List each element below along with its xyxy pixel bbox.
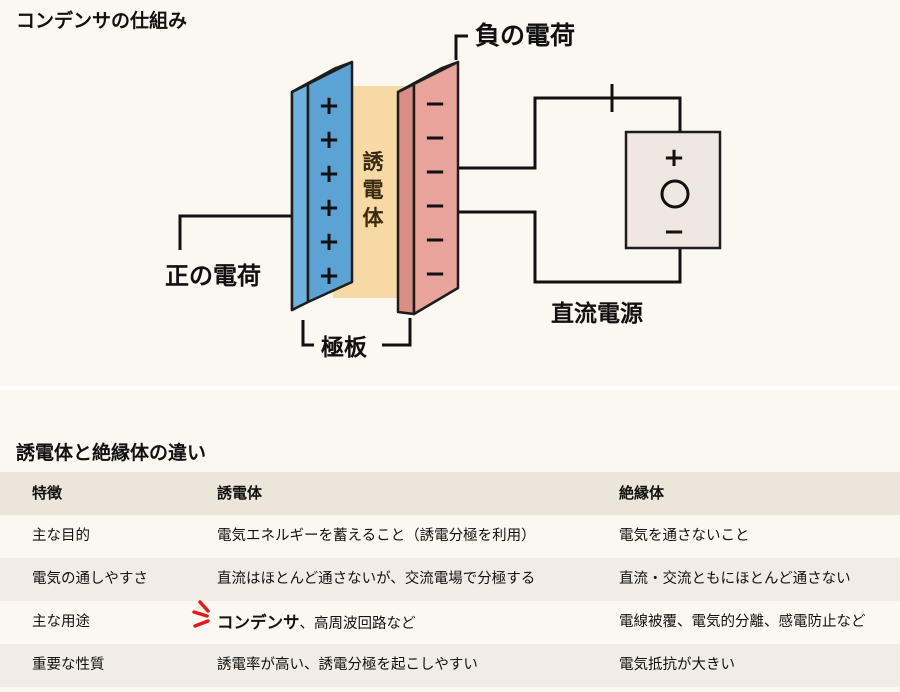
table-row: 重要な性質 誘電率が高い、誘電分極を起こしやすい 電気抵抗が大きい (0, 644, 900, 687)
plus-sign: + (318, 91, 340, 121)
label-plate: 極板 (321, 335, 367, 361)
row-feature: 主な用途 (32, 614, 90, 630)
capacitor-diagram: + + + + + + − − − − − − + − (178, 34, 722, 347)
negative-plate (396, 60, 460, 316)
row-insulator: 電気抵抗が大きい (619, 657, 735, 673)
negative-sign-group: − − − − − − (424, 89, 446, 289)
plus-sign: + (318, 159, 340, 189)
plus-sign: + (318, 125, 340, 155)
positive-sign-group: + + + + + + (318, 91, 340, 291)
row-dielectric: コンデンサ、高周波回路など (217, 601, 416, 644)
table-header-row: 特徴 誘電体 絶縁体 (0, 472, 900, 515)
battery-plus: + (663, 143, 685, 173)
emphasis-capacitor: コンデンサ (217, 613, 300, 632)
circuit-wires (178, 34, 682, 347)
wire-plate-bracket (301, 320, 314, 347)
row-insulator: 電線被覆、電気的分離、感電防止など (619, 614, 866, 630)
row-feature: 主な目的 (32, 528, 90, 544)
table-row: 主な目的 電気エネルギーを蓄えること（誘電分極を利用） 電気を通さないこと (0, 515, 900, 558)
header-insulator: 絶縁体 (619, 484, 665, 502)
wire-positive-lead (178, 214, 292, 250)
header-feature: 特徴 (32, 484, 63, 502)
row-feature: 重要な性質 (32, 657, 105, 673)
wire-negative-lead (454, 34, 468, 60)
minus-sign: − (424, 123, 446, 153)
row-dielectric: 誘電率が高い、誘電分極を起こしやすい (217, 657, 478, 673)
battery-circle-icon (660, 179, 690, 209)
table-row: 主な用途 コンデンサ、高周波回路など 電線被覆、電気的分離、感電防止など (0, 601, 900, 644)
battery-minus: − (663, 217, 685, 247)
label-positive-charge: 正の電荷 (165, 262, 261, 290)
minus-sign: − (424, 225, 446, 255)
header-dielectric: 誘電体 (217, 484, 263, 502)
plus-sign: + (318, 227, 340, 257)
section-divider (0, 386, 900, 390)
comparison-table: 特徴 誘電体 絶縁体 主な目的 電気エネルギーを蓄えること（誘電分極を利用） 電… (0, 472, 900, 687)
plus-sign: + (318, 193, 340, 223)
label-dielectric: 誘電体 (362, 150, 384, 230)
row-feature: 電気の通しやすさ (32, 571, 148, 587)
comparison-title: 誘電体と絶縁体の違い (16, 442, 207, 464)
table-row: 電気の通しやすさ 直流はほとんど通さないが、交流電場で分極する 直流・交流ともに… (0, 558, 900, 601)
wire-plate-bracket-right (382, 318, 412, 347)
minus-sign: − (424, 89, 446, 119)
minus-sign: − (424, 191, 446, 221)
battery-icon: + − (624, 130, 722, 250)
row-dielectric: 電気エネルギーを蓄えること（誘電分極を利用） (217, 528, 536, 544)
diagram-title: コンデンサの仕組み (16, 10, 188, 32)
row-insulator: 直流・交流ともにほとんど通さない (619, 571, 851, 587)
minus-sign: − (424, 259, 446, 289)
label-negative-charge: 負の電荷 (475, 21, 576, 50)
row-dielectric: 直流はほとんど通さないが、交流電場で分極する (217, 571, 536, 587)
row-dielectric-rest: 、高周波回路など (299, 616, 416, 632)
row-insulator: 電気を通さないこと (619, 528, 750, 544)
wire-to-battery-top (450, 96, 682, 170)
emphasis-burst-icon (192, 600, 210, 628)
wire-to-battery-bottom (450, 210, 682, 284)
label-dc-source: 直流電源 (551, 301, 643, 327)
plus-sign: + (318, 261, 340, 291)
positive-plate (290, 60, 354, 312)
minus-sign: − (424, 157, 446, 187)
